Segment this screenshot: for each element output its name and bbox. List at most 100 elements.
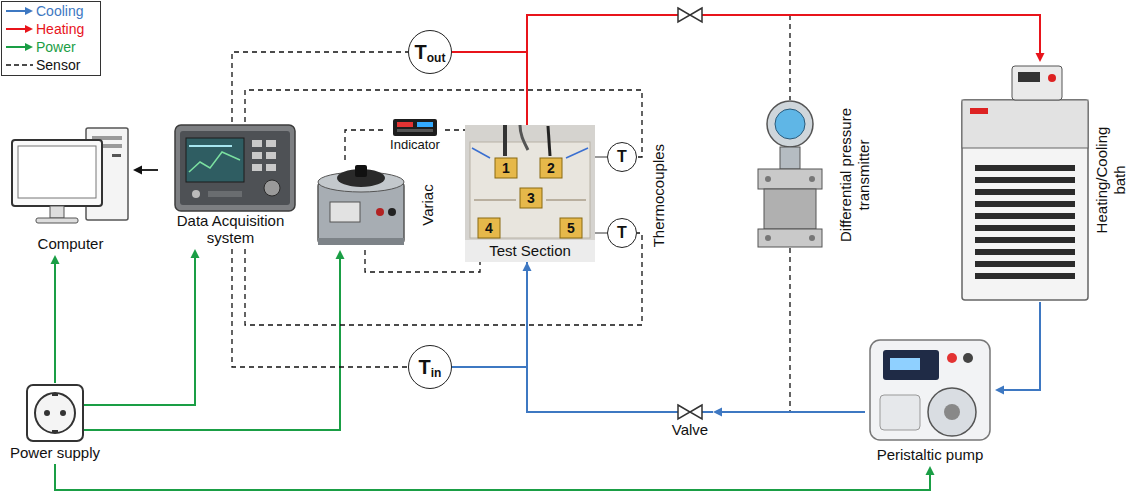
sensor-wire xyxy=(445,130,465,131)
cooling-pipe xyxy=(722,411,865,413)
pressure-transmitter-icon xyxy=(765,176,771,182)
callout-number: 2 xyxy=(547,160,555,176)
cooling-pipe xyxy=(1004,302,1040,390)
test-section-photo xyxy=(495,158,517,178)
cooling-pipe xyxy=(527,271,667,412)
daq-icon xyxy=(189,145,232,147)
callout-number: 5 xyxy=(567,220,575,236)
computer-icon xyxy=(12,128,128,223)
temperature-sensor: Tout xyxy=(408,30,452,74)
sensor-wire xyxy=(232,52,408,122)
indicator-node: Indicator xyxy=(385,118,445,156)
daq-icon xyxy=(266,140,276,147)
power-line xyxy=(105,258,195,405)
peristaltic-pump-icon xyxy=(870,340,990,440)
daq-icon xyxy=(189,152,240,172)
sensor-subscript: in xyxy=(431,367,442,379)
computer-icon xyxy=(50,206,64,218)
power-socket-icon xyxy=(27,385,105,441)
variac-icon xyxy=(376,208,384,216)
bath-icon xyxy=(962,100,1088,300)
variac-icon xyxy=(318,165,404,245)
temperature-sensor: Tin xyxy=(408,345,452,389)
test-section-photo xyxy=(470,142,590,238)
power-line xyxy=(54,264,56,383)
bath-icon xyxy=(975,165,1075,171)
test-section-photo xyxy=(465,125,595,262)
test-section-photo xyxy=(520,125,528,150)
callout-number: 1 xyxy=(502,160,510,176)
daq-node: Data Acquisition system xyxy=(158,122,303,249)
bath-icon xyxy=(975,237,1075,243)
legend-sample xyxy=(25,7,33,15)
bath-icon xyxy=(975,213,1075,219)
sensor-wire xyxy=(365,250,480,272)
daq-icon xyxy=(252,164,262,171)
bath-node: Heating/Cooling bath xyxy=(955,62,1131,302)
arrow-head xyxy=(926,466,935,475)
valve-symbol xyxy=(690,8,702,22)
arrow-head xyxy=(51,255,60,264)
sensor-wire xyxy=(245,233,642,325)
bath-icon xyxy=(975,261,1075,267)
valve-symbol xyxy=(690,405,702,419)
computer-icon xyxy=(18,146,96,198)
legend-sample xyxy=(6,7,33,65)
arrow-head xyxy=(1036,53,1045,62)
peristaltic-pump-icon xyxy=(880,395,920,430)
computer-icon xyxy=(36,218,78,223)
pressure-transmitter-icon xyxy=(758,15,822,412)
test-section-photo xyxy=(520,188,542,208)
test-section-photo xyxy=(566,148,588,158)
thermocouple-node: T xyxy=(607,218,637,248)
pressure-transmitter-icon xyxy=(764,189,816,229)
sensor-letter: T xyxy=(617,149,627,165)
heating-pipe xyxy=(452,52,527,125)
bath-icon xyxy=(1012,66,1062,100)
sensor-subscript: out xyxy=(427,52,446,64)
power-socket-icon xyxy=(27,385,83,441)
arrow-head xyxy=(191,249,200,258)
power-line xyxy=(105,259,340,430)
signal-arrow xyxy=(142,169,158,171)
bath-icon xyxy=(962,100,1088,148)
sensor-wire xyxy=(245,90,642,157)
power-socket-icon xyxy=(60,410,66,416)
bath-icon xyxy=(962,66,1088,300)
pressure-transmitter-node: Differential pressure transmitter xyxy=(745,95,876,255)
variac-icon xyxy=(388,208,396,216)
bath-icon xyxy=(1048,74,1056,82)
variac-icon xyxy=(318,238,404,245)
test-section-photo xyxy=(478,218,500,238)
pressure-transmitter-icon xyxy=(758,169,822,189)
sensor-wire xyxy=(232,249,408,367)
test-section-photo xyxy=(503,125,507,156)
test-section-photo xyxy=(546,200,586,201)
arrow-head xyxy=(995,386,1004,395)
bath-icon xyxy=(970,108,988,114)
legend-sample xyxy=(6,46,25,48)
legend-sample xyxy=(6,28,25,30)
cooling-pipe xyxy=(713,408,865,417)
cooling-pipe xyxy=(995,302,1040,395)
sensor-wire xyxy=(345,130,385,160)
bath-icon xyxy=(975,249,1075,255)
arrow-head xyxy=(713,408,722,417)
bath-icon xyxy=(975,177,1075,183)
daq-icon xyxy=(208,191,242,197)
peristaltic-pump-icon xyxy=(947,353,957,363)
variac-icon xyxy=(355,165,367,177)
device-label: Power supply xyxy=(5,444,105,461)
power-line xyxy=(105,250,345,430)
sensor-wire xyxy=(445,129,465,130)
daq-icon xyxy=(186,138,244,182)
indicator-icon xyxy=(397,122,413,127)
sensor-wire xyxy=(245,90,642,157)
thermocouple-node: T xyxy=(607,142,637,172)
bath-icon xyxy=(975,189,1075,195)
sensor-wire xyxy=(232,52,408,122)
device-label: Data Acquisition system xyxy=(158,212,303,246)
pressure-transmitter-icon xyxy=(789,248,790,412)
power-socket-icon xyxy=(35,393,75,433)
bath-icon xyxy=(975,201,1075,207)
